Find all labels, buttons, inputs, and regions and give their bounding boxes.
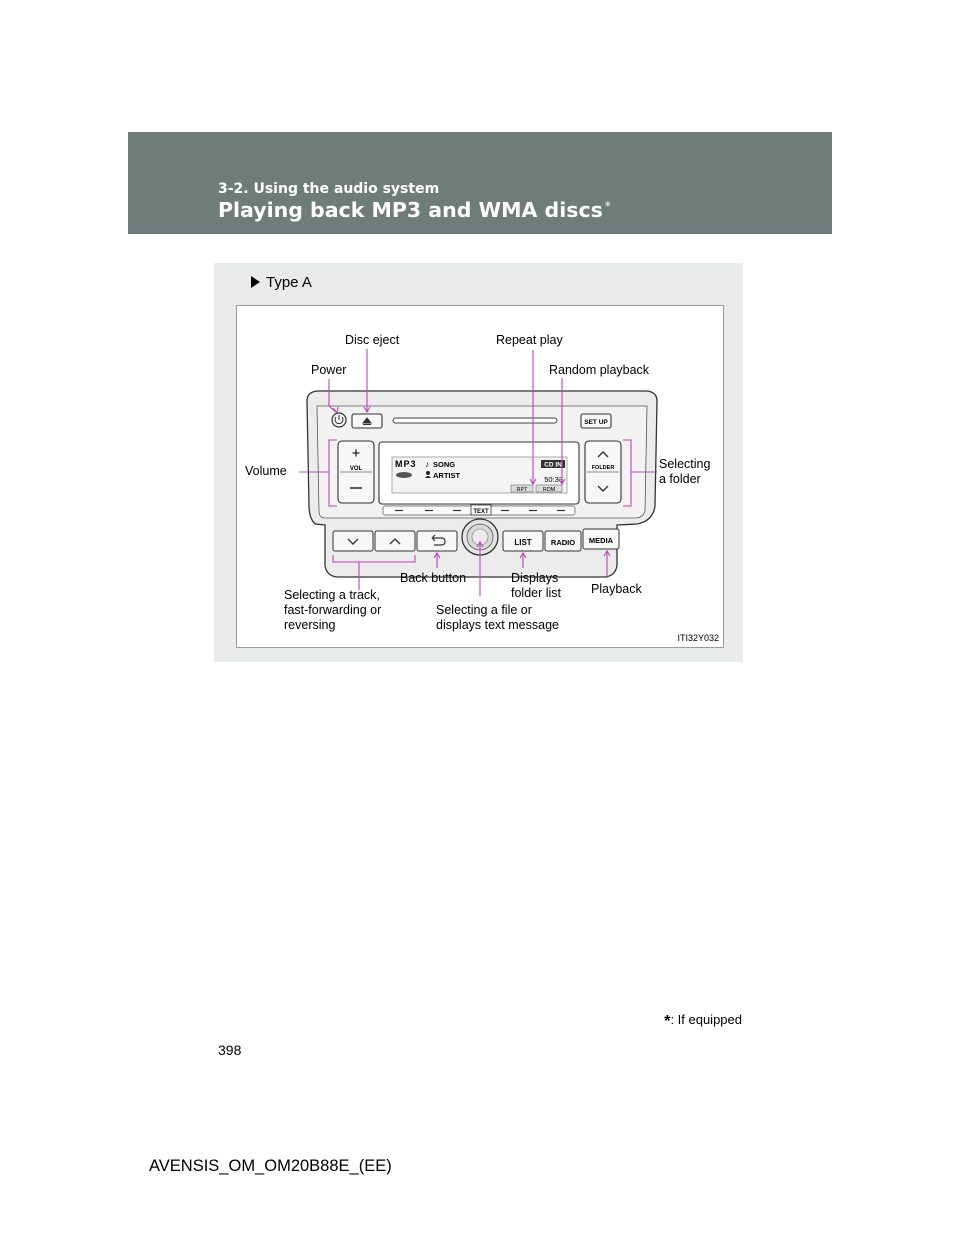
callout-selecting-folder-line2: a folder [659,472,701,486]
song-text: SONG [433,460,455,469]
callout-selecting-folder-line1: Selecting [659,457,711,471]
text-button [470,504,492,516]
vol-label: VOL [350,466,363,472]
figure-code: ITI32Y032 [677,633,719,643]
note-icon: ♪ [425,460,429,469]
document-id: AVENSIS_OM_OM20B88E_(EE) [149,1157,392,1175]
disc-slot [392,417,558,424]
callout-selecting-track-line3: reversing [284,618,336,632]
callout-selecting-file-line2: displays text message [436,618,559,632]
rdm-indicator [535,484,563,493]
list-button [502,530,544,552]
callout-power: Power [311,363,347,377]
callout-displays-line1: Displays [511,571,559,585]
rpt-indicator [510,484,534,493]
section-header-band: 3-2. Using the audio system Playing back… [128,132,832,234]
setup-label: SET UP [584,419,608,426]
artist-text: ARTIST [433,471,461,480]
cd-in-badge [541,460,565,468]
section-label: 3-2. Using the audio system [218,181,440,197]
callout-disc-eject: Disc eject [345,333,400,347]
volume-up-icon: + [352,445,361,462]
chevron-up-icon [389,538,401,545]
callout-repeat-play: Repeat play [496,333,563,347]
callout-selecting-track-line2: fast-forwarding or [284,603,382,617]
mp3-indicator: MP3 [395,459,417,469]
title-asterisk: * [604,199,611,213]
back-arrow-icon [431,534,446,546]
folder-down-icon [597,485,609,492]
callout-selecting-file-line1: Selecting a file or [436,603,532,617]
track-down-button [332,530,374,552]
folder-label: FOLDER [592,465,615,471]
callout-volume: Volume [245,464,287,478]
radio-label: RADIO [551,538,575,547]
callout-displays-line2: folder list [511,586,562,600]
radio-button [544,530,582,552]
eject-icon [361,417,373,425]
page-title-text: Playing back MP3 and WMA discs [218,198,603,222]
setup-button [580,413,612,429]
callout-lines [299,349,657,596]
power-icon [334,416,344,425]
rdm-text: RDM [543,487,556,493]
page-title: Playing back MP3 and WMA discs* [218,198,611,222]
footnote: *: If equipped [664,1012,742,1031]
text-label: TEXT [473,509,489,515]
footnote-asterisk: * [664,1013,671,1030]
page-number: 398 [218,1042,242,1058]
callout-random-playback: Random playback [549,363,650,377]
back-button [416,530,458,552]
time-text: 50:33 [544,475,563,484]
cd-in-text: CD IN [544,462,562,469]
audio-panel-illustration: SET UP + VOL MP3 ♪ SONG ARTIST CD IN 50:… [299,349,658,596]
callout-back-button: Back button [400,571,467,585]
triangle-bullet-icon [251,276,260,288]
track-up-button [374,530,416,552]
rpt-text: RPT [517,487,529,493]
callout-playback: Playback [591,582,642,596]
list-label: LIST [514,538,531,547]
media-label: MEDIA [589,536,614,545]
footnote-text: : If equipped [670,1012,742,1027]
disc-indicator-icon [396,472,412,478]
chevron-down-icon [347,538,359,545]
folder-up-icon [597,451,609,458]
type-label: Type A [251,274,312,291]
media-button [582,528,620,550]
audio-unit-diagram: SET UP + VOL MP3 ♪ SONG ARTIST CD IN 50:… [236,305,724,648]
type-label-text: Type A [266,274,312,291]
callout-selecting-track-line1: Selecting a track, [284,588,380,602]
artist-icon [426,471,430,475]
